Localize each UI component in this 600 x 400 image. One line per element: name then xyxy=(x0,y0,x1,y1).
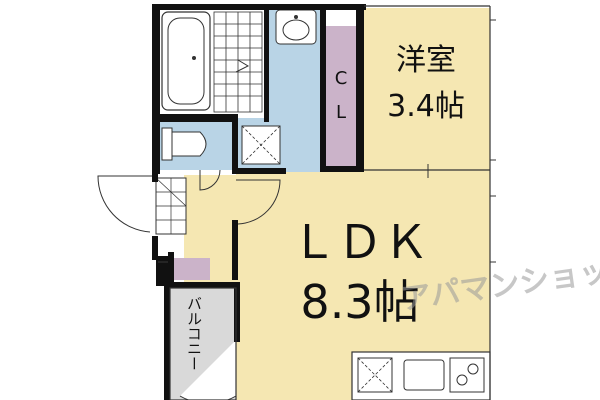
balcony-label: バルコニー xyxy=(185,296,203,371)
shoe-cabinet-grid xyxy=(155,177,187,234)
thin-walls xyxy=(158,5,491,400)
entrance-door xyxy=(97,175,154,233)
washbasin-faucet xyxy=(294,15,298,19)
stove-burner-2 xyxy=(467,363,479,375)
stove-burner-1 xyxy=(456,374,468,386)
toilet-tank xyxy=(161,127,173,161)
washbasin-bowl xyxy=(282,19,310,41)
walls xyxy=(152,4,366,400)
window-marks xyxy=(427,19,496,263)
ldk-size: 8.3帖 xyxy=(300,275,419,329)
western-room-name: 洋室 xyxy=(396,43,456,78)
ldk-name: ＬＤＫ xyxy=(291,215,429,269)
closet-floor xyxy=(326,26,356,166)
stove xyxy=(449,357,485,393)
kitchen-faucet-area xyxy=(403,359,445,391)
closet-label-line1: C xyxy=(335,68,348,89)
storage-floor xyxy=(172,258,210,280)
western-room-size: 3.4帖 xyxy=(387,89,465,124)
closet-label-line2: L xyxy=(336,102,346,123)
bathtub xyxy=(161,11,211,111)
bathtub-drain xyxy=(192,56,196,60)
washroom-door xyxy=(199,169,221,191)
shower-hose xyxy=(235,59,250,73)
balcony-door xyxy=(179,340,237,400)
ldk-floor xyxy=(236,170,490,400)
kitchen-sink-cross xyxy=(357,357,393,393)
bath-tile-grid xyxy=(213,11,263,113)
western-room-floor xyxy=(362,8,490,170)
hall-door xyxy=(236,179,281,225)
toilet-bowl xyxy=(171,131,207,157)
washing-machine-cross xyxy=(241,125,281,165)
bathtub-inner xyxy=(167,17,205,105)
